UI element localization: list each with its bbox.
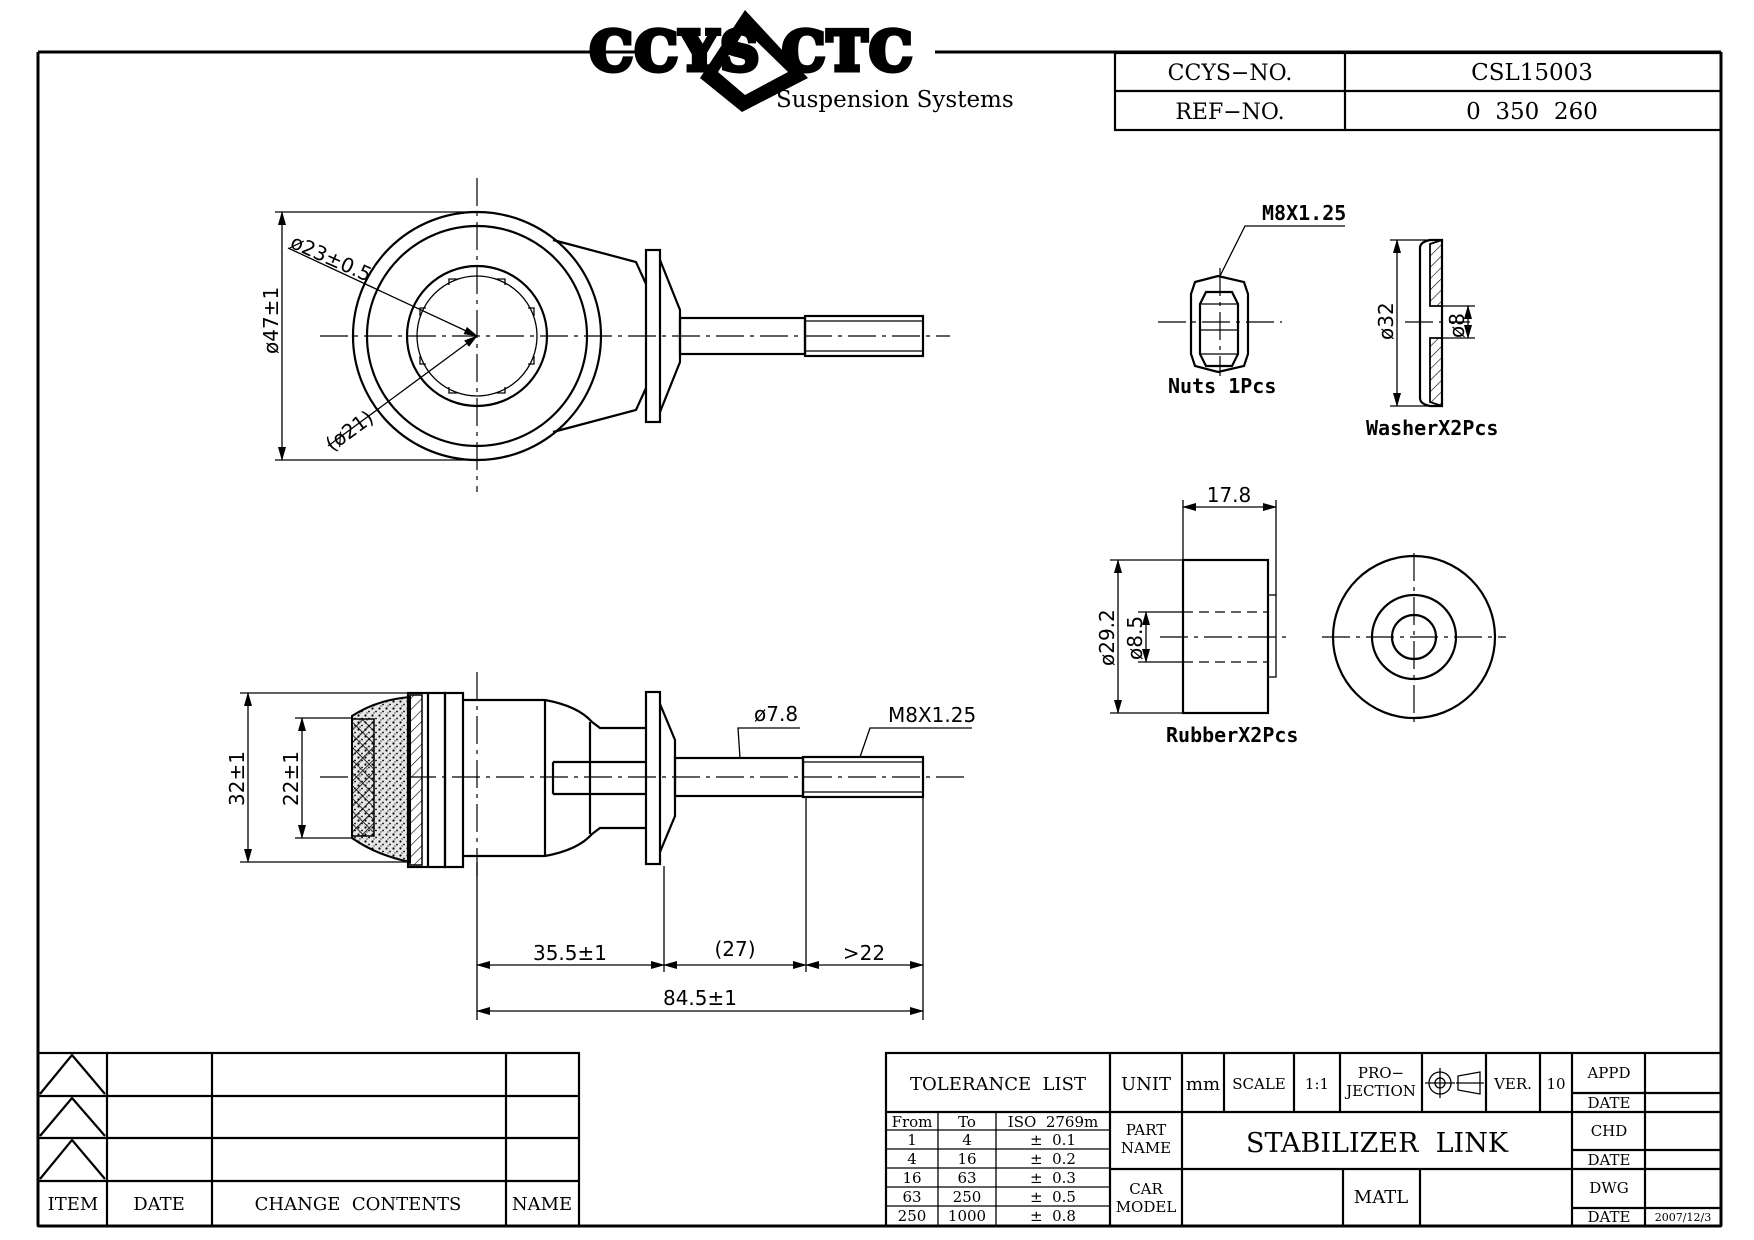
tol-row-from: 1 xyxy=(907,1131,917,1149)
tol-row-value: ± 0.8 xyxy=(1030,1207,1076,1225)
tol-row-to: 16 xyxy=(957,1150,976,1168)
revision-table: ITEM DATE CHANGE CONTENTS NAME xyxy=(36,1051,581,1228)
dwg-label: DWG xyxy=(1589,1179,1628,1197)
dim-total-length: 84.5±1 xyxy=(663,986,737,1010)
ccys-no-value: CSL15003 xyxy=(1471,60,1593,86)
rubber-inner-diameter: ø8.5 xyxy=(1123,616,1147,660)
crosshatch-insert xyxy=(351,718,375,837)
scale-value: 1:1 xyxy=(1305,1075,1329,1093)
dim-side-thread: M8X1.25 xyxy=(888,703,976,727)
car-model-label-2: MODEL xyxy=(1116,1198,1177,1216)
tol-row-from: 250 xyxy=(898,1207,927,1225)
logo-brand-text: CCYS CTC xyxy=(590,19,914,83)
spline-teeth xyxy=(419,278,535,394)
tol-row-to: 1000 xyxy=(948,1207,986,1225)
drawing-frame xyxy=(36,50,1723,1228)
tolerance-list-title: TOLERANCE LIST xyxy=(910,1074,1086,1095)
dim-inner-height: 22±1 xyxy=(279,751,303,806)
nut-view: M8X1.25 Nuts 1Pcs xyxy=(1158,201,1346,398)
tol-row-to: 250 xyxy=(953,1188,982,1206)
rev-change-header: CHANGE CONTENTS xyxy=(255,1194,462,1215)
chd-date-label: DATE xyxy=(1588,1151,1631,1169)
unit-value: mm xyxy=(1186,1074,1220,1095)
part-name-value: STABILIZER LINK xyxy=(1246,1128,1509,1159)
title-block: TOLERANCE LIST From To ISO 2769m 1 4 ± 0… xyxy=(884,1051,1723,1228)
part-name-label-2: NAME xyxy=(1121,1139,1171,1157)
chd-label: CHD xyxy=(1591,1122,1628,1140)
tol-row-value: ± 0.1 xyxy=(1030,1131,1076,1149)
nut-thread-label: M8X1.25 xyxy=(1262,201,1346,225)
washer-view: ø32 ø8 WasherX2Pcs xyxy=(1366,238,1498,440)
tol-row-to: 4 xyxy=(962,1131,972,1149)
projection-symbol-icon xyxy=(1425,1068,1484,1098)
rubber-width: 17.8 xyxy=(1207,483,1252,507)
tol-row-from: 4 xyxy=(907,1150,917,1168)
dwg-date-label: DATE xyxy=(1588,1208,1631,1226)
rubber-view: 17.8 ø29.2 ø8.5 RubberX2Pcs xyxy=(1095,483,1506,747)
tol-header-iso: ISO 2769m xyxy=(1008,1113,1098,1131)
ref-no-label: REF−NO. xyxy=(1175,100,1284,125)
version-value: 10 xyxy=(1546,1075,1565,1093)
revision-triangle-icon xyxy=(39,1053,106,1095)
rev-date-header: DATE xyxy=(133,1194,185,1215)
nut-caption: Nuts 1Pcs xyxy=(1168,374,1276,398)
version-label: VER. xyxy=(1493,1075,1532,1093)
dim-length-c: >22 xyxy=(843,941,885,965)
dim-inner-diameter: (ø21) xyxy=(321,405,378,456)
tol-row-from: 16 xyxy=(902,1169,921,1187)
washer-caption: WasherX2Pcs xyxy=(1366,416,1498,440)
part-name-label-1: PART xyxy=(1126,1121,1167,1139)
rev-item-header: ITEM xyxy=(48,1194,99,1215)
company-logo: CCYS CTC Suspension Systems xyxy=(587,10,1014,113)
tol-row-value: ± 0.5 xyxy=(1030,1188,1076,1206)
tol-row-from: 63 xyxy=(902,1188,921,1206)
rubber-outer-diameter: ø29.2 xyxy=(1095,609,1119,666)
washer-inner-diameter: ø8 xyxy=(1445,313,1469,338)
projection-label-2: JECTION xyxy=(1344,1082,1416,1100)
material-label: MATL xyxy=(1354,1187,1408,1208)
dwg-date-value: 2007/12/3 xyxy=(1655,1211,1711,1224)
dim-length-b: (27) xyxy=(714,937,755,961)
projection-label-1: PRO− xyxy=(1358,1064,1404,1082)
car-model-label-1: CAR xyxy=(1129,1180,1163,1198)
ccys-no-label: CCYS−NO. xyxy=(1168,61,1293,86)
header-number-box: CCYS−NO. CSL15003 REF−NO. 0 350 260 xyxy=(1113,51,1723,132)
revision-triangle-icon xyxy=(39,1096,106,1137)
revision-triangle-icon xyxy=(39,1138,106,1180)
front-view: ø47±1 ø23±0.5 (ø21) xyxy=(259,178,950,492)
scale-label: SCALE xyxy=(1232,1075,1286,1093)
dim-shaft-diameter: ø7.8 xyxy=(754,702,798,726)
tol-row-value: ± 0.2 xyxy=(1030,1150,1076,1168)
dim-outer-diameter: ø47±1 xyxy=(259,287,283,354)
side-view: 32±1 22±1 ø7.8 M8X1.25 35.5±1 (27) >22 8… xyxy=(225,672,976,1020)
tol-header-from: From xyxy=(892,1113,933,1131)
unit-label: UNIT xyxy=(1121,1074,1171,1095)
dim-length-a: 35.5±1 xyxy=(533,941,607,965)
appd-label: APPD xyxy=(1586,1064,1630,1082)
rev-name-header: NAME xyxy=(512,1194,572,1215)
logo-tagline: Suspension Systems xyxy=(776,87,1014,113)
rubber-caption: RubberX2Pcs xyxy=(1166,723,1298,747)
appd-date-label: DATE xyxy=(1588,1094,1631,1112)
washer-outer-diameter: ø32 xyxy=(1374,302,1398,340)
ref-no-value: 0 350 260 xyxy=(1466,99,1598,125)
tol-row-to: 63 xyxy=(957,1169,976,1187)
dim-side-height: 32±1 xyxy=(225,751,249,806)
tol-row-value: ± 0.3 xyxy=(1030,1169,1076,1187)
dim-bore-diameter: ø23±0.5 xyxy=(287,230,376,287)
tol-header-to: To xyxy=(958,1113,976,1131)
